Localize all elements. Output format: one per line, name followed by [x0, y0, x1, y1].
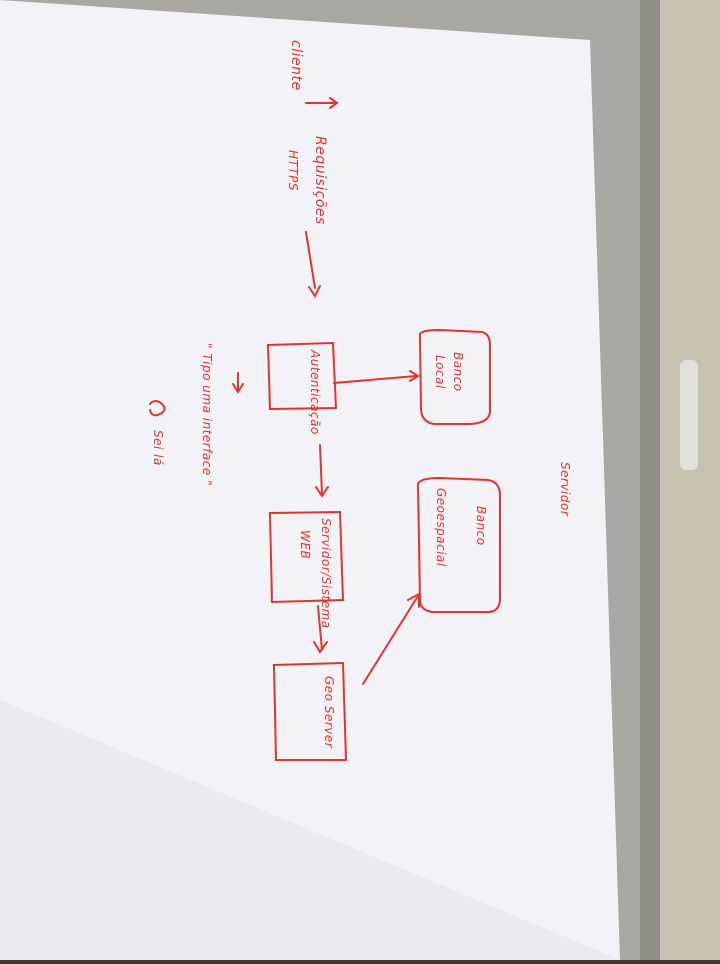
label-banco-geo-1: Banco — [474, 506, 488, 546]
label-https: HTTPS — [286, 150, 300, 192]
label-servidor-top: Servidor — [558, 462, 572, 517]
arrowhead-5 — [313, 641, 328, 654]
label-servidor-sistema: Servidor/Sistema — [319, 518, 333, 629]
label-banco-local-1: Banco — [451, 352, 465, 392]
label-autenticacao: Autenticação — [308, 350, 322, 435]
label-cliente: cliente — [288, 40, 304, 91]
arrow-to-geoserver — [317, 605, 323, 651]
arrow-to-autenticacao — [305, 231, 316, 289]
box-autenticacao — [266, 341, 338, 411]
arrow-geoserver-to-banco — [362, 595, 419, 685]
box-servidor — [268, 510, 345, 604]
arrowhead-3 — [409, 370, 420, 382]
box-banco-local — [418, 328, 491, 425]
paper-shade — [0, 700, 620, 960]
note-tipo-interface: " Tipo uma interface " — [200, 343, 214, 487]
label-web: WEB — [298, 530, 312, 560]
arrowhead-1 — [329, 97, 339, 109]
diagram-strokes — [149, 97, 501, 761]
scribble — [149, 400, 166, 417]
arrowhead-6 — [407, 592, 420, 608]
note-sei-la: Sei lá — [151, 430, 165, 466]
arrow-to-servidor — [319, 444, 323, 495]
board-handle — [680, 360, 698, 470]
label-geoserver: Geo Server — [322, 676, 336, 749]
arrow-to-banco-local — [333, 375, 417, 384]
arrowhead-2 — [308, 285, 321, 298]
label-requisicoes: Requisições — [312, 136, 328, 225]
label-banco-geo-2: Geoespacial — [434, 488, 448, 567]
arrowhead-7 — [232, 383, 244, 394]
paper-sheet — [0, 0, 620, 960]
box-banco-geoespacial — [416, 476, 501, 613]
box-geoserver — [272, 661, 348, 761]
label-banco-local-2: Local — [433, 355, 447, 389]
arrowhead-4 — [315, 486, 329, 498]
